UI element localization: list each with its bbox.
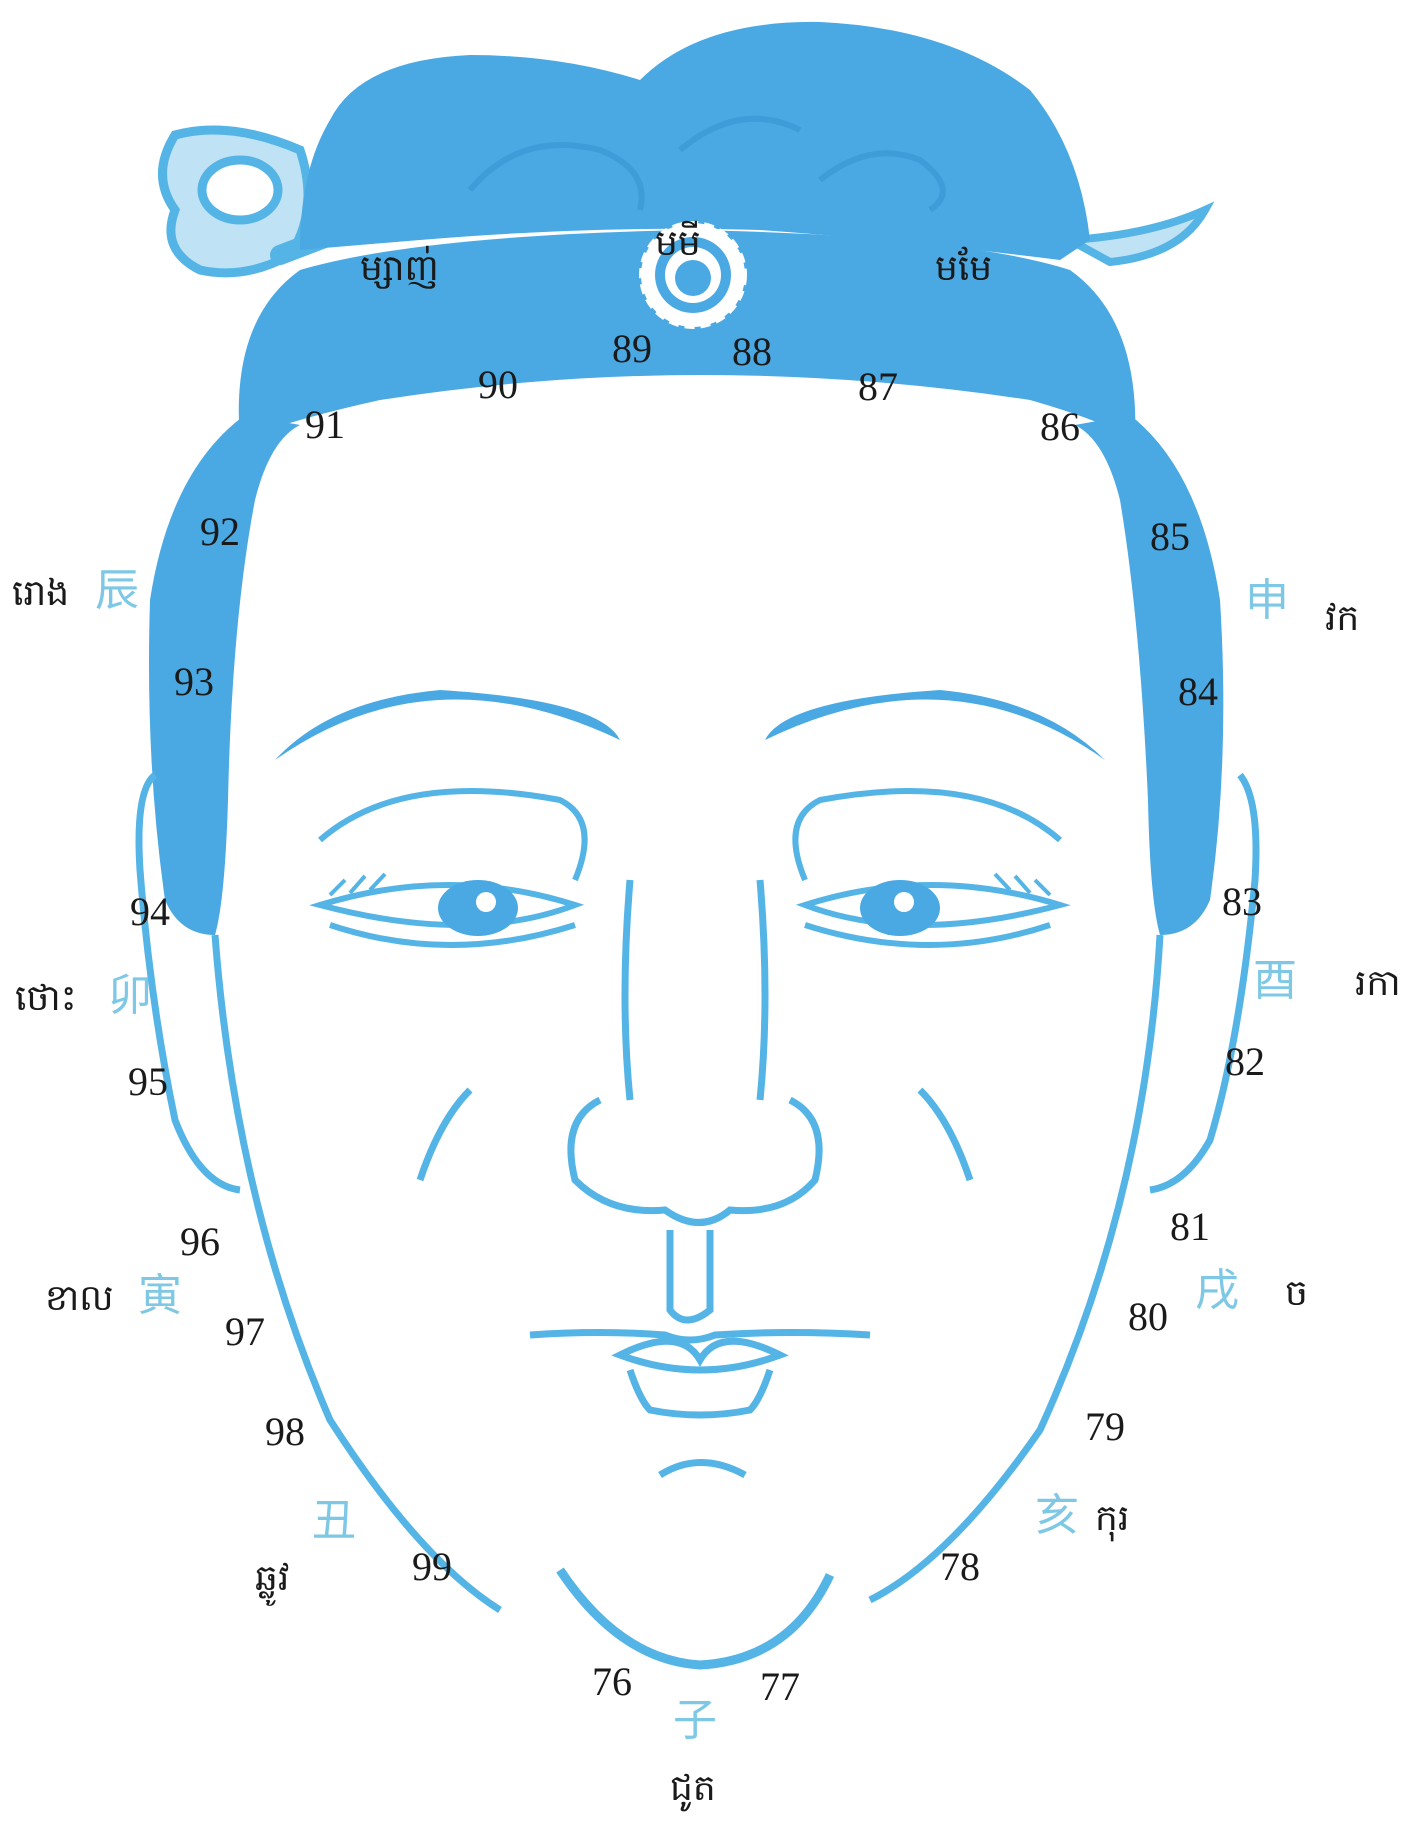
right-eyebrow	[765, 690, 1105, 760]
face-outline	[215, 935, 500, 1610]
cjk-zi: 子	[673, 1695, 717, 1746]
num-95: 95	[128, 1059, 168, 1104]
num-86: 86	[1040, 404, 1080, 449]
cjk-mao: 卯	[108, 970, 152, 1021]
nose	[420, 880, 970, 1320]
eyes	[320, 791, 1060, 945]
num-82: 82	[1225, 1039, 1265, 1084]
num-94: 94	[130, 889, 170, 934]
khmer-xu: ច	[1285, 1273, 1308, 1314]
num-93: 93	[174, 659, 214, 704]
khmer-zi: ជូត	[670, 1768, 716, 1812]
right-pupil-highlight	[894, 892, 914, 912]
num-83: 83	[1222, 879, 1262, 924]
num-88: 88	[732, 329, 772, 374]
cap-label-right: មមែ	[935, 246, 992, 289]
num-98: 98	[265, 1409, 305, 1454]
num-99: 99	[412, 1544, 452, 1589]
left-pupil-highlight	[476, 892, 496, 912]
num-80: 80	[1128, 1294, 1168, 1339]
khmer-chou: ឆ្លូវ	[255, 1558, 289, 1606]
khmer-chen: រោង	[12, 573, 69, 614]
cjk-hai: 亥	[1035, 1490, 1079, 1541]
khmer-yin: ខាល	[45, 1278, 114, 1319]
num-77: 77	[760, 1664, 800, 1709]
num-85: 85	[1150, 514, 1190, 559]
khmer-you: រកា	[1355, 963, 1401, 1004]
num-90: 90	[478, 362, 518, 407]
left-eyebrow	[275, 690, 620, 760]
num-87: 87	[858, 364, 898, 409]
num-81: 81	[1170, 1204, 1210, 1249]
num-91: 91	[305, 402, 345, 447]
num-79: 79	[1085, 1404, 1125, 1449]
hair-pin	[1070, 210, 1205, 262]
cjk-you: 酉	[1253, 955, 1297, 1006]
khmer-hai: កុរ	[1095, 1498, 1129, 1542]
cjk-xu: 戌	[1195, 1265, 1239, 1316]
num-84: 84	[1178, 669, 1218, 714]
left-hair-band	[149, 415, 300, 935]
cjk-chou: 丑	[312, 1495, 356, 1546]
cjk-chen: 辰	[95, 565, 139, 616]
cap-label-center: មមី	[655, 220, 701, 264]
mouth	[530, 1333, 870, 1476]
chin	[560, 1570, 830, 1665]
cjk-shen: 申	[1245, 575, 1289, 626]
num-89: 89	[612, 326, 652, 371]
num-76: 76	[592, 1659, 632, 1704]
khmer-shen: វក	[1325, 598, 1359, 639]
khmer-mao: ថោះ	[15, 978, 77, 1019]
cap-label-left: ម្សាញ់	[360, 245, 439, 289]
num-96: 96	[180, 1219, 220, 1264]
num-78: 78	[940, 1544, 980, 1589]
num-92: 92	[200, 509, 240, 554]
cjk-yin: 寅	[138, 1270, 182, 1321]
num-97: 97	[225, 1309, 265, 1354]
